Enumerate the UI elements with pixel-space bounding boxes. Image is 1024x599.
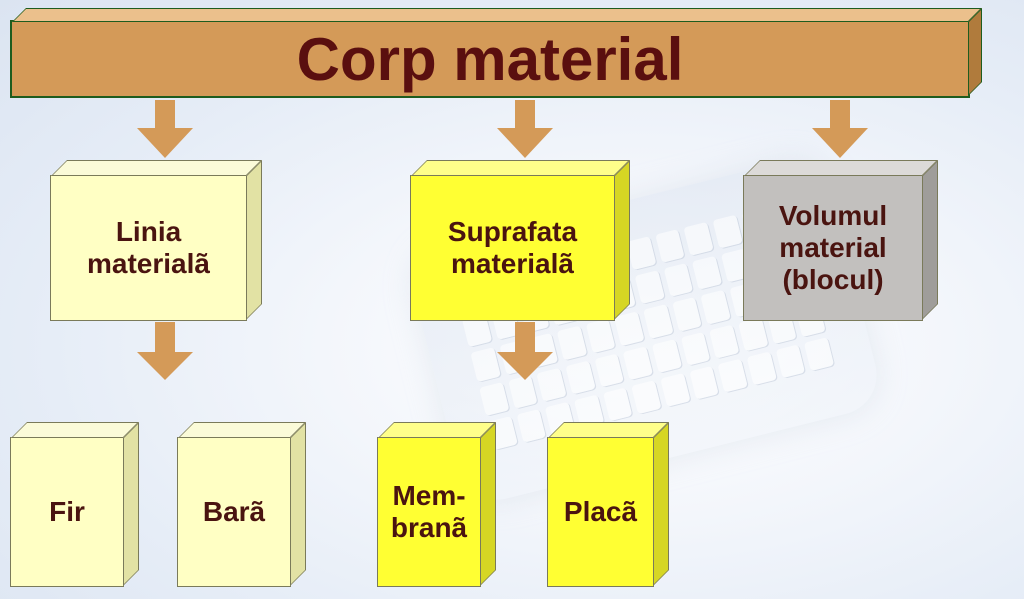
membrana-box: Mem- branã: [377, 422, 496, 587]
fir-box: Fir: [10, 422, 139, 587]
arrow-suprafata-to-children: [497, 322, 553, 380]
linia-materiala-box: Linia materialã: [50, 160, 262, 321]
placa-box: Placã: [547, 422, 669, 587]
arrow-root-to-suprafata: [497, 100, 553, 158]
volumul-material-box: Volumul material (blocul): [743, 160, 938, 321]
corp-material-box: Corp material: [10, 8, 982, 98]
suprafata-materiala-label: Suprafata materialã: [447, 215, 578, 279]
arrow-linia-to-children: [137, 322, 193, 380]
suprafata-materiala-box: Suprafata materialã: [410, 160, 630, 321]
membrana-label: Mem- branã: [390, 479, 468, 543]
fir-label: Fir: [49, 495, 85, 527]
corp-material-label: Corp material: [296, 25, 684, 93]
bara-box: Barã: [177, 422, 306, 587]
bara-label: Barã: [202, 495, 266, 527]
arrow-root-to-linia: [137, 100, 193, 158]
placa-label: Placã: [563, 495, 638, 527]
volumul-material-label: Volumul material (blocul): [778, 199, 888, 296]
arrow-root-to-volumul: [812, 100, 868, 158]
linia-materiala-label: Linia materialã: [87, 215, 210, 279]
